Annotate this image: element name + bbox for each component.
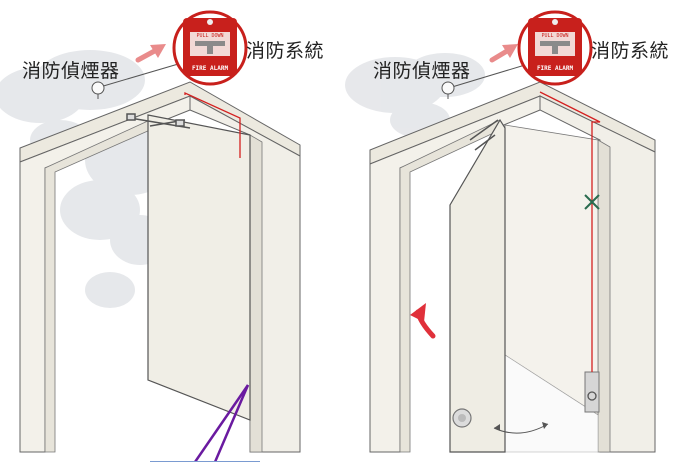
fire-system-label: 消防系統	[246, 40, 325, 62]
smoke-detector-icon	[441, 81, 455, 99]
signal-wire-left	[184, 91, 241, 158]
swing-arc-icon	[493, 422, 549, 434]
alarm-bottom-text: FIRE ALARM	[537, 65, 574, 72]
right-frame-right	[597, 139, 611, 453]
magnetic-holder-icon	[584, 371, 600, 413]
door-closer-left	[126, 113, 191, 129]
signal-arrow-icon	[135, 44, 166, 63]
fire-alarm-pull-station-icon: PULL DOWN FIRE ALARM	[517, 10, 593, 86]
detector-wire-left	[99, 61, 186, 88]
smoke-detector-icon	[91, 81, 105, 99]
fire-system-label: 消防系統	[591, 40, 670, 62]
floor-plate-icon	[452, 408, 472, 428]
left-panel: PULL DOWN FIRE ALARM	[0, 10, 301, 462]
door-closing-arrow-icon	[410, 303, 436, 339]
smoke-detector-label: 消防偵煙器	[22, 60, 120, 82]
alarm-top-text: PULL DOWN	[196, 33, 223, 39]
callout-leader-lines	[150, 384, 260, 462]
alarm-top-text: PULL DOWN	[541, 33, 568, 39]
alarm-bottom-text: FIRE ALARM	[192, 65, 229, 72]
door-closer-right	[469, 119, 499, 151]
right-panel: PULL DOWN FIRE ALARM	[345, 10, 656, 453]
door-panel-closing	[449, 118, 506, 453]
signal-arrow-icon	[489, 44, 518, 63]
signal-wire-right	[539, 91, 601, 372]
detector-wire-right	[451, 61, 536, 88]
right-frame-left	[249, 134, 263, 453]
smoke-detector-label: 消防偵煙器	[373, 60, 471, 82]
fire-alarm-pull-station-icon: PULL DOWN FIRE ALARM	[172, 10, 248, 86]
signal-cut-icon	[584, 194, 600, 210]
door-panel-open	[147, 114, 251, 421]
